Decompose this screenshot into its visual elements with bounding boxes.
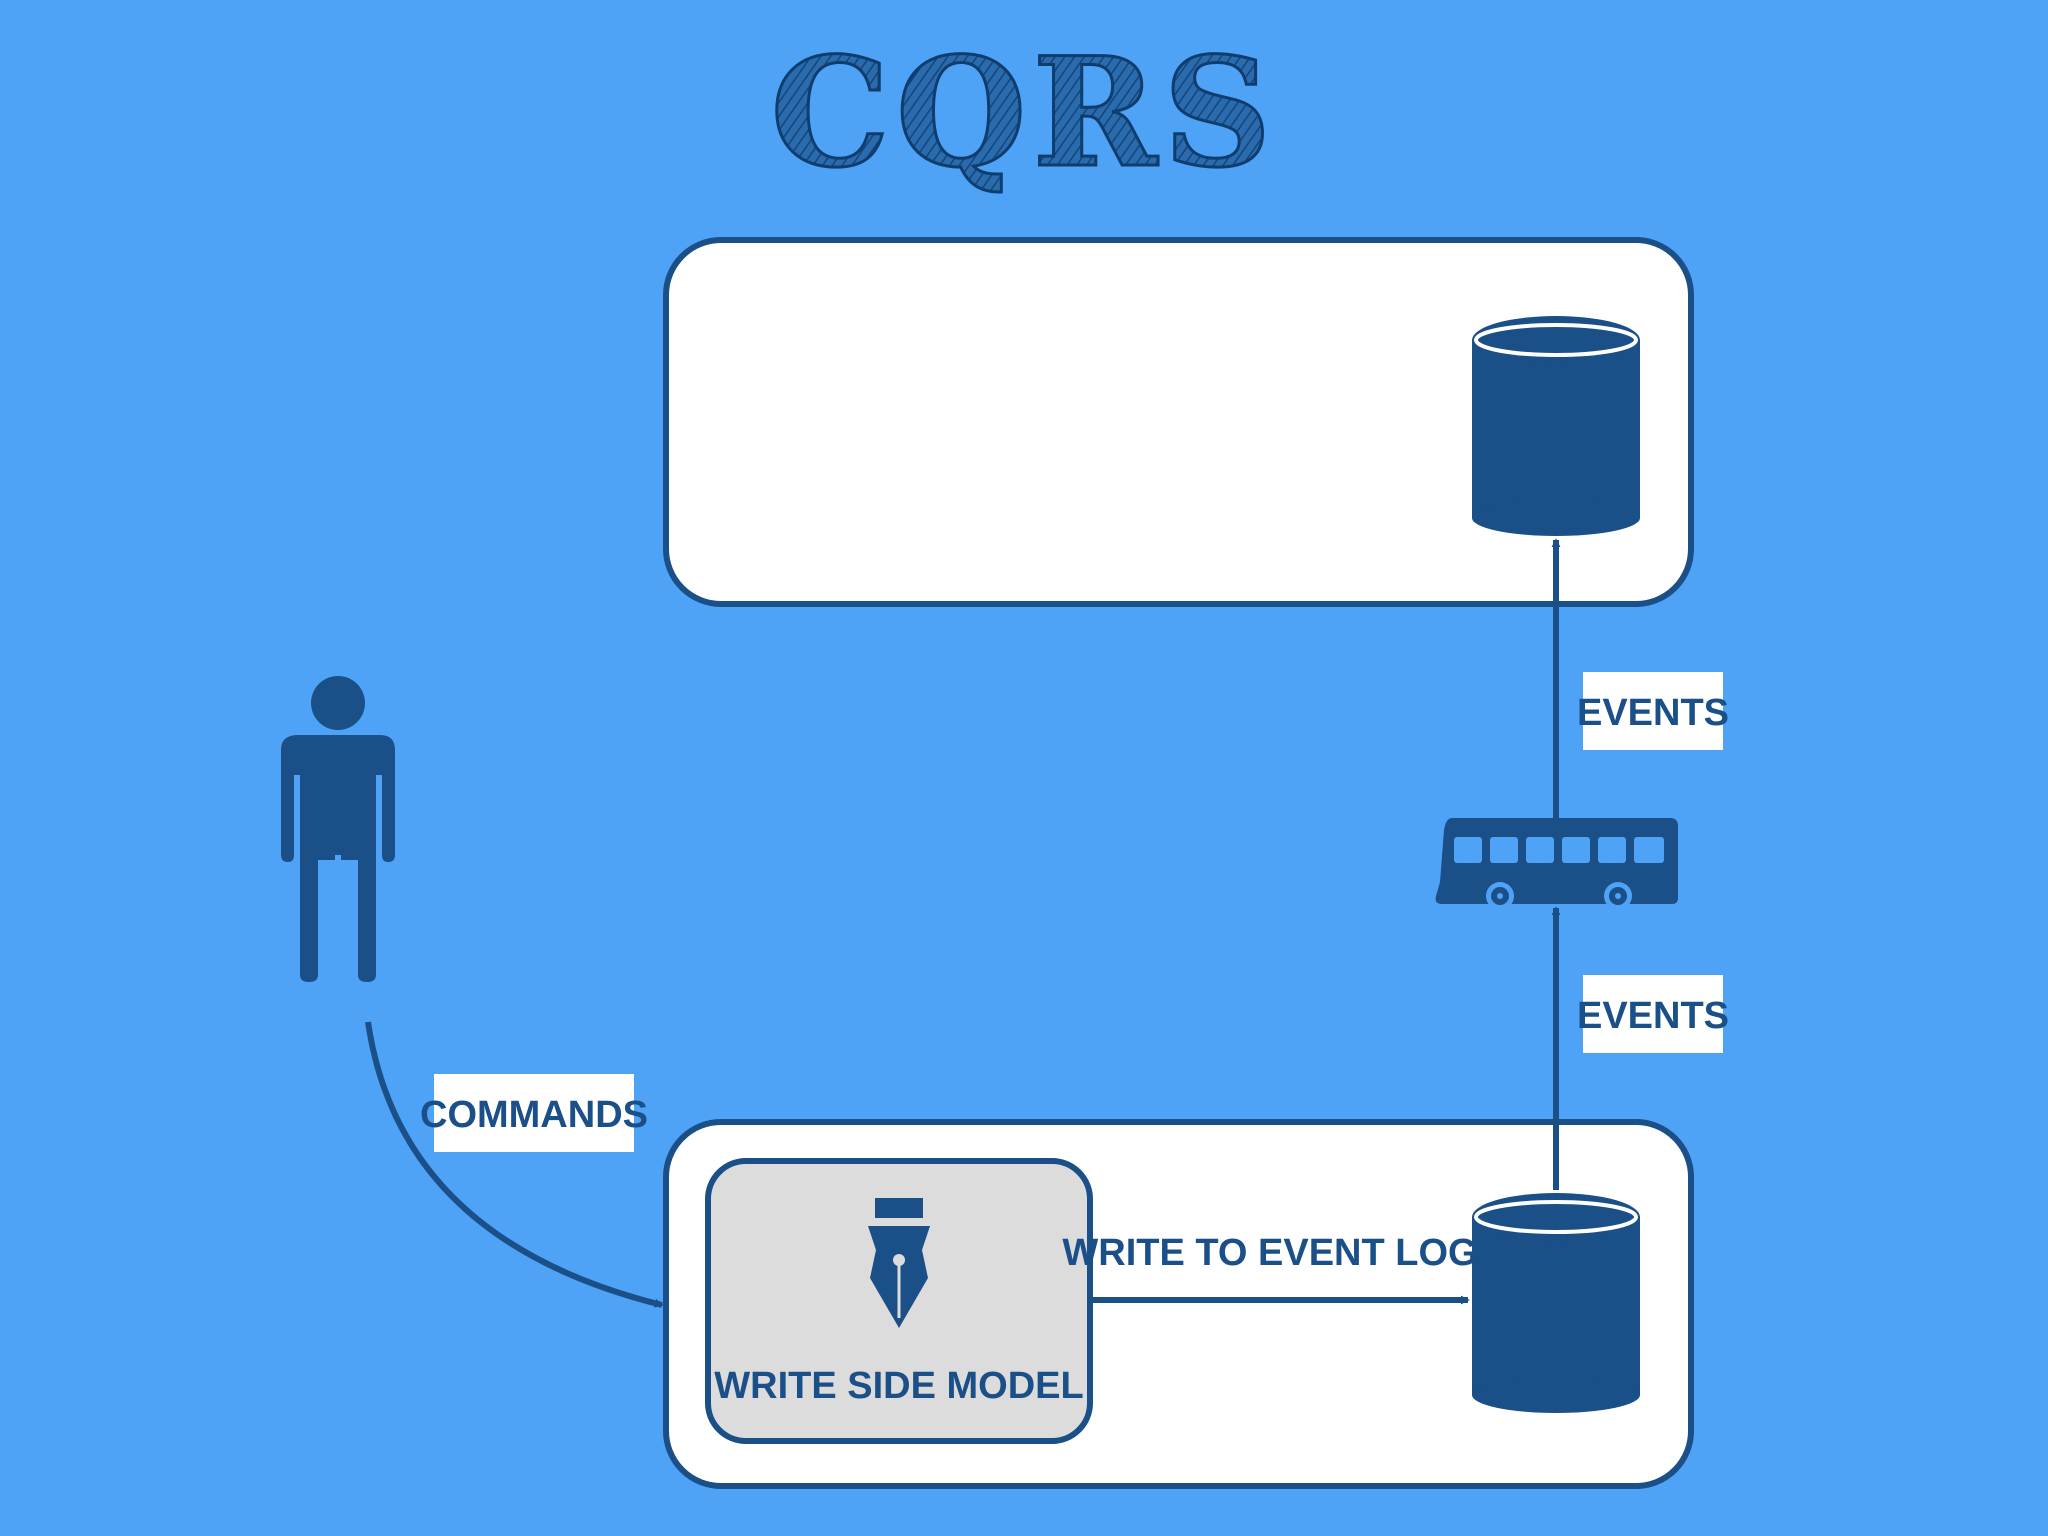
read-side-panel	[663, 237, 1694, 607]
events-upper-label: EVENTS	[1577, 692, 1729, 734]
bus-icon	[1435, 818, 1678, 910]
write-to-event-log-label: WRITE TO EVENT LOG	[1062, 1232, 1477, 1274]
database-icon	[1472, 316, 1640, 536]
write-side-model-label: WRITE SIDE MODEL	[714, 1365, 1083, 1407]
events-lower-label: EVENTS	[1577, 995, 1729, 1037]
person-icon	[281, 676, 395, 982]
diagram-title: CQRS	[770, 25, 1277, 201]
event-log-database-icon	[1472, 1193, 1640, 1413]
commands-label: COMMANDS	[420, 1094, 648, 1136]
events-upper-label-box	[1583, 672, 1723, 750]
commands-label-box	[434, 1074, 634, 1152]
commands-arrow	[365, 1021, 664, 1308]
fountain-pen-icon	[868, 1198, 930, 1328]
events-lower-label-box	[1583, 975, 1723, 1053]
